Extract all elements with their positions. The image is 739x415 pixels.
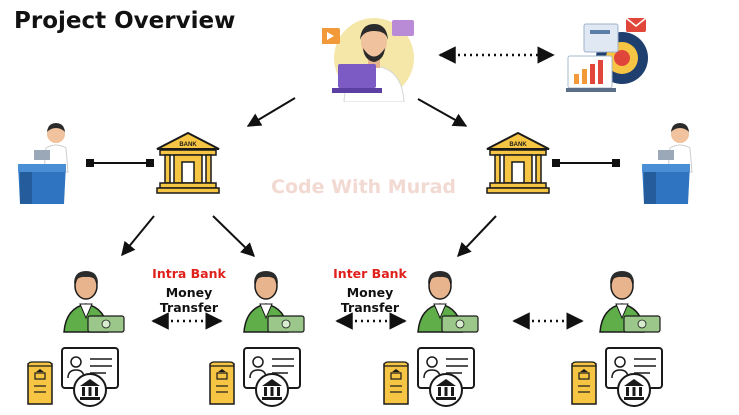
watermark: Code With Murad — [271, 176, 457, 198]
customer-3-cash-icon — [417, 271, 479, 333]
arrow-admin-to-bank-left — [246, 97, 296, 127]
intra-bank-title: Intra Bank — [152, 266, 226, 281]
bank-right-sign: BANK — [509, 142, 527, 148]
arrow-bank-left-to-customer-1 — [121, 215, 155, 257]
arrow-bank-right-to-customer-3 — [457, 215, 497, 258]
bank-left-sign: BANK — [179, 142, 197, 148]
account-document-1-icon — [27, 347, 119, 407]
connector-employee-right — [552, 159, 620, 167]
connector-employee-left — [86, 159, 154, 167]
intra-bank-subtitle: Money Transfer — [159, 285, 219, 315]
customer-2-cash-icon — [243, 271, 305, 333]
analytics-dashboard-icon — [566, 17, 648, 92]
bank-employee-left-icon — [18, 123, 69, 204]
intra-bank-label: Intra Bank Money Transfer — [140, 266, 238, 315]
bank-employee-right-icon — [642, 123, 693, 204]
page-title: Project Overview — [14, 8, 236, 34]
customer-4-cash-icon — [599, 271, 661, 333]
inter-bank-label: Inter Bank Money Transfer — [320, 266, 420, 315]
bank-left-icon: BANK — [156, 132, 220, 194]
account-document-3-icon — [383, 347, 475, 407]
inter-bank-title: Inter Bank — [333, 266, 407, 281]
admin-laptop-icon — [322, 18, 414, 102]
arrow-bank-left-to-customer-2 — [212, 215, 256, 257]
inter-bank-subtitle: Money Transfer — [340, 285, 400, 315]
account-document-2-icon — [209, 347, 301, 407]
arrow-admin-to-bank-right — [417, 98, 468, 127]
account-document-4-icon — [571, 347, 663, 407]
customer-1-cash-icon — [63, 271, 125, 333]
bank-right-icon: BANK — [486, 132, 550, 194]
